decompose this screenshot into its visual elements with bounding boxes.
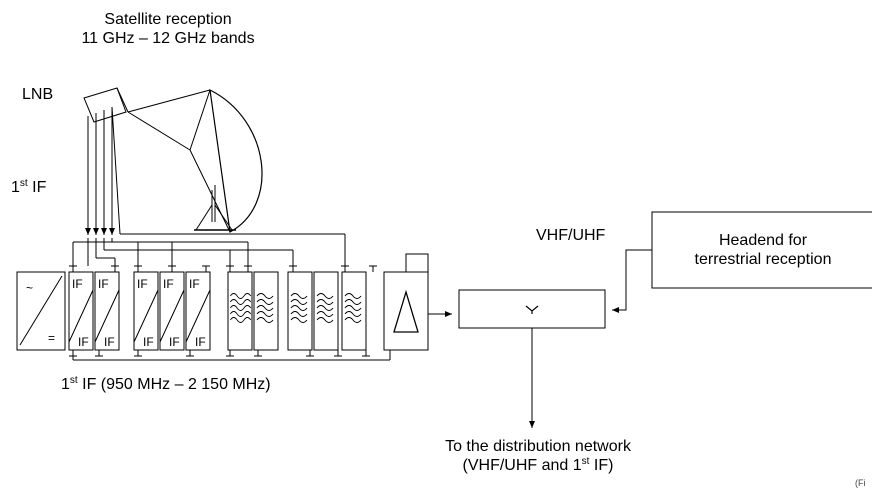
if-band-label: 1st IF (950 MHz – 2 150 MHz): [61, 375, 271, 394]
if-label: IF: [195, 335, 206, 349]
amplifier-block: [383, 253, 452, 351]
distribution-network-label: To the distribution network (VHF/UHF and…: [445, 438, 631, 474]
if-label: IF: [78, 335, 89, 349]
power-dc-symbol: =: [48, 331, 55, 345]
output-bus: [72, 350, 391, 361]
if-label: IF: [169, 335, 180, 349]
if-label: IF: [143, 335, 154, 349]
first-if-label: 1st IF: [11, 178, 47, 197]
lnb-icon: [83, 87, 129, 123]
satellite-dish-icon: [127, 88, 263, 233]
if-distribution-bus: [72, 106, 346, 266]
lnb-label: LNB: [22, 86, 54, 103]
if-label: IF: [163, 277, 174, 291]
if-label: IF: [72, 277, 83, 291]
if-label: IF: [98, 277, 109, 291]
terminal-connectors: [69, 265, 377, 357]
headend-block: [612, 211, 872, 313]
power-ac-symbol: ~: [26, 281, 33, 295]
headend-label: Headend for terrestrial reception: [694, 232, 832, 268]
filter-blocks: [227, 271, 367, 351]
corner-mark: (Fi: [855, 478, 866, 488]
power-supply-block: [16, 271, 66, 351]
combiner-block: [458, 289, 606, 428]
if-label: IF: [189, 277, 200, 291]
satellite-reception-label: Satellite reception 11 GHz – 12 GHz band…: [81, 11, 255, 47]
if-label: IF: [137, 277, 148, 291]
if-downlink-lines: [85, 107, 115, 235]
if-label: IF: [104, 335, 115, 349]
vhf-uhf-label: VHF/UHF: [536, 227, 606, 244]
